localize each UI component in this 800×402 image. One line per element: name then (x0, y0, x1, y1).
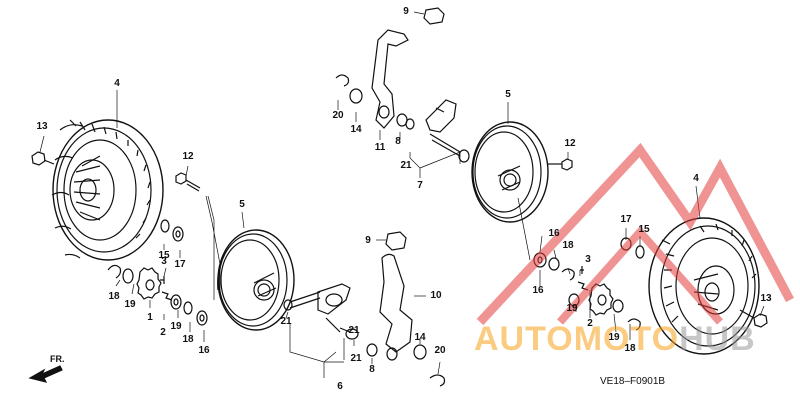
callout-19-right-b: 19 (608, 332, 620, 343)
callout-18-left-b: 18 (182, 334, 194, 345)
callout-8-bottom: 8 (369, 364, 375, 375)
rear-wheel-left (51, 119, 164, 261)
callout-4-right: 4 (693, 173, 699, 184)
callout-21-left-b: 21 (348, 325, 360, 336)
callout-15-left: 15 (158, 250, 170, 261)
callout-4-left: 4 (114, 78, 120, 89)
callout-17-left: 17 (174, 259, 186, 270)
callout-2-right: 2 (587, 318, 593, 329)
shift-arm-10 (379, 253, 413, 361)
callout-18-right-b: 18 (624, 343, 636, 354)
callout-9-bottom: 9 (365, 235, 371, 246)
diagram-code: VE18–F0901B (600, 376, 666, 387)
watermark-part1: AUTOMOTO (474, 320, 680, 358)
callout-14-top: 14 (350, 124, 362, 135)
callout-16-left: 16 (198, 345, 210, 356)
front-direction-arrow (28, 365, 63, 383)
callout-13-left: 13 (36, 121, 48, 132)
callout-17-right: 17 (620, 214, 632, 225)
bolt-13-left (31, 151, 55, 166)
callout-9-top: 9 (403, 6, 409, 17)
callout-11: 11 (374, 142, 386, 153)
pinion-gear-right (588, 283, 614, 316)
knob-9-bottom (385, 231, 407, 251)
callout-3-left: 3 (161, 256, 167, 267)
callout-10: 10 (430, 290, 442, 301)
callout-21-left-c: 21 (350, 353, 362, 364)
shaft-assembly-6 (283, 283, 378, 357)
callout-8-top: 8 (395, 136, 401, 147)
callout-6: 6 (337, 381, 343, 392)
callout-21-top: 21 (400, 160, 412, 171)
callout-3-right: 3 (585, 254, 591, 265)
callout-12-left: 12 (182, 151, 194, 162)
pinion-gear-left (136, 267, 162, 300)
callout-7: 7 (417, 180, 423, 191)
callout-20-top: 20 (332, 110, 344, 121)
callout-2-left: 2 (160, 327, 166, 338)
knob-9-top (423, 7, 445, 25)
callout-19-right-a: 19 (566, 303, 578, 314)
callout-12-right: 12 (564, 138, 576, 149)
bolt-12-left (175, 172, 201, 192)
callout-19-left-b: 19 (170, 321, 182, 332)
watermark-text: AUTOMOTOHUB (474, 320, 756, 359)
callout-13-right: 13 (760, 293, 772, 304)
gear-pulley-5-right (471, 121, 549, 223)
front-direction-label: FR. (50, 354, 65, 364)
callout-21-left-a: 21 (280, 316, 292, 327)
callout-16-right-b: 16 (532, 285, 544, 296)
callout-15-right: 15 (638, 224, 650, 235)
watermark-part2: HUB (679, 320, 756, 358)
callout-18-right-a: 18 (562, 240, 574, 251)
callout-16-right-a: 16 (548, 228, 560, 239)
callout-18-left-a: 18 (108, 291, 120, 302)
callout-20-bottom: 20 (434, 345, 446, 356)
bolt-13-right (739, 309, 768, 328)
callout-19-left-a: 19 (124, 299, 136, 310)
shift-arm-11 (371, 29, 409, 129)
callout-14-bottom: 14 (414, 332, 426, 343)
gear-pulley-5-left (217, 229, 295, 331)
bolt-12-right (548, 158, 573, 171)
callout-5-right: 5 (505, 89, 511, 100)
callout-5-left: 5 (239, 199, 245, 210)
callout-1: 1 (147, 312, 153, 323)
shaft-assembly-7 (396, 99, 470, 163)
watermark-logo (476, 142, 794, 326)
